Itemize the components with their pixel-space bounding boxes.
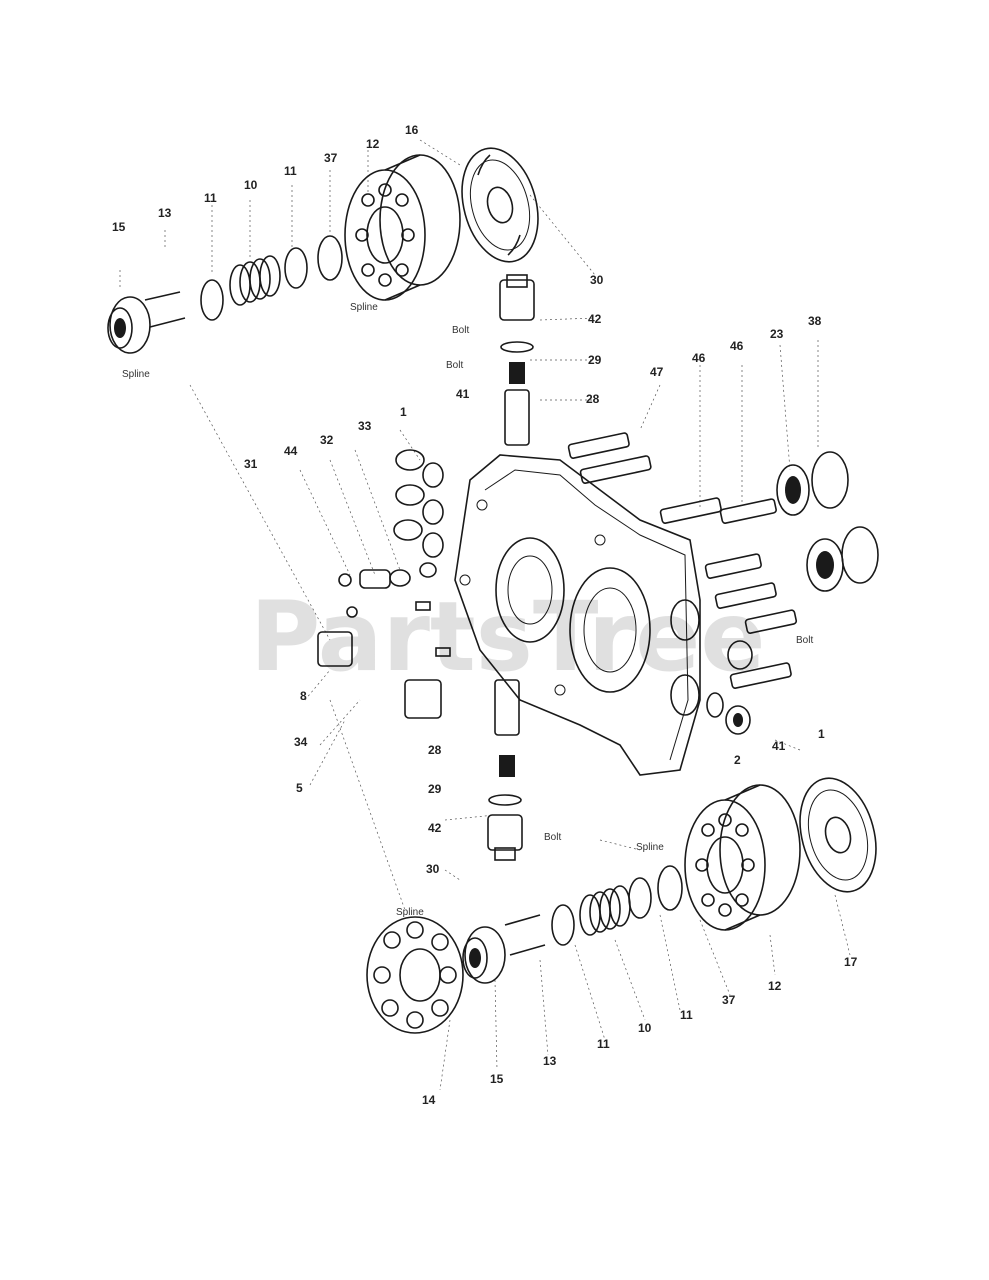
- callout-38: 38: [808, 314, 822, 328]
- callout-11: 11: [204, 191, 217, 205]
- callout-11: 11: [680, 1008, 693, 1022]
- piston-plate-14: [366, 916, 464, 1034]
- callout-37: 37: [324, 151, 338, 165]
- callout-30: 30: [590, 273, 604, 287]
- callout-16: 16: [405, 123, 419, 137]
- callout-17: 17: [844, 955, 858, 969]
- callout-12: 12: [366, 137, 380, 151]
- callout-13: 13: [158, 206, 172, 220]
- callout-13: 13: [543, 1054, 557, 1068]
- callout-44: 44: [284, 444, 298, 458]
- callout-47: 47: [650, 365, 664, 379]
- washer-11d: [551, 904, 575, 946]
- callout-5: 5: [296, 781, 303, 795]
- callout-29: 29: [588, 353, 602, 367]
- bolt-label: Bolt: [446, 360, 463, 371]
- callout-29: 29: [428, 782, 442, 796]
- callout-33: 33: [358, 419, 372, 433]
- washer-11: [284, 247, 308, 289]
- seal-15: [107, 296, 151, 354]
- center-housing: [454, 454, 701, 776]
- callout-32: 32: [320, 433, 334, 447]
- pin-13c: [504, 914, 541, 926]
- callout-41: 41: [772, 739, 786, 753]
- upper-pump-group: [107, 147, 539, 354]
- callout-11: 11: [284, 164, 297, 178]
- callout-12: 12: [768, 979, 782, 993]
- pin-13a: [144, 291, 181, 301]
- callout-42: 42: [428, 821, 442, 835]
- callout-11: 11: [597, 1037, 610, 1051]
- spring-10b: [579, 885, 631, 936]
- leader-lines: [119, 139, 851, 1091]
- upper-valve-stack: [499, 274, 535, 446]
- seal-15b: [462, 926, 506, 984]
- cylinder-block-12: [344, 154, 461, 301]
- spline-label: Spline: [636, 842, 664, 853]
- lower-pump-group: [366, 777, 877, 1034]
- callout-10: 10: [244, 178, 258, 192]
- watermark: PartsTree: [250, 581, 765, 693]
- valve-plate-17: [799, 777, 877, 893]
- bolt-label: Bolt: [796, 635, 813, 646]
- spring-10: [229, 255, 281, 306]
- callout-1: 1: [400, 405, 407, 419]
- seals-23-38: [706, 451, 879, 735]
- callout-14: 14: [422, 1093, 436, 1107]
- callout-41: 41: [456, 387, 470, 401]
- bolts-47-46: [567, 432, 798, 689]
- bolt-label: Bolt: [544, 832, 561, 843]
- callout-23: 23: [770, 327, 784, 341]
- callout-31: 31: [244, 457, 258, 471]
- callout-2: 2: [734, 753, 741, 767]
- callout-15: 15: [490, 1072, 504, 1086]
- check-valve-parts: [317, 449, 451, 719]
- callout-37: 37: [722, 993, 736, 1007]
- callout-46: 46: [692, 351, 706, 365]
- callout-10: 10: [638, 1021, 652, 1035]
- callout-34: 34: [294, 735, 308, 749]
- spline-label: Spline: [350, 302, 378, 313]
- cylinder-block-12b: [684, 784, 801, 931]
- spline-label: Spline: [122, 369, 150, 380]
- callout-15: 15: [112, 220, 126, 234]
- callout-1: 1: [818, 727, 825, 741]
- bolt-label: Bolt: [452, 325, 469, 336]
- callout-8: 8: [300, 689, 307, 703]
- washer-11b: [200, 279, 224, 321]
- pin-13b: [149, 317, 186, 328]
- snap-ring-37b: [657, 865, 683, 911]
- spline-label: Spline: [396, 907, 424, 918]
- callout-28: 28: [586, 392, 600, 406]
- callout-42: 42: [588, 312, 602, 326]
- washer-11c: [628, 877, 652, 919]
- callout-labels: 16 12 37 11 10 11 13 15 30 42 29 28 47 4…: [112, 123, 858, 1107]
- callout-28: 28: [428, 743, 442, 757]
- snap-ring-37: [317, 235, 343, 281]
- lower-valve-stack: [487, 679, 523, 861]
- pin-13d: [509, 944, 546, 956]
- callout-46: 46: [730, 339, 744, 353]
- word-labels: Spline Spline Spline Spline Bolt Bolt Bo…: [122, 302, 813, 918]
- valve-plate-16: [461, 147, 539, 263]
- callout-30: 30: [426, 862, 440, 876]
